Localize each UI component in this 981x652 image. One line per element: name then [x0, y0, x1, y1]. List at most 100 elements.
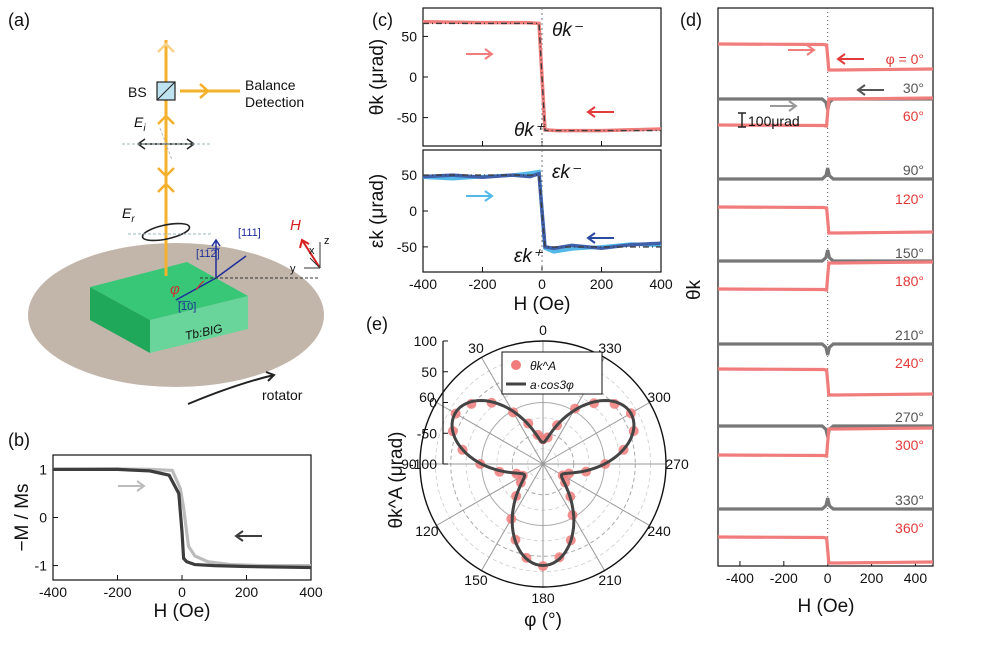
- angle-trace-line: [718, 167, 933, 181]
- sample-top: [90, 262, 248, 320]
- axis-112-arrow: [215, 255, 247, 279]
- angle-label: 60°: [903, 108, 924, 124]
- x-tick-label: -400: [409, 276, 437, 292]
- z-label: z: [324, 235, 330, 247]
- angle-trace-line: [718, 367, 933, 397]
- plot-area: [53, 467, 311, 570]
- plot-area: [423, 8, 661, 146]
- angle-trace-line: [718, 535, 933, 565]
- ei-label: Ei: [134, 114, 146, 134]
- legend-label: θk^A: [530, 359, 556, 373]
- angle-trace-line: [718, 426, 933, 458]
- beam-arrow-5: [199, 83, 210, 99]
- radial-tick-label: -50: [417, 425, 437, 441]
- dir-110-label: [̅1̅0]: [177, 301, 196, 313]
- beam-arrow-2: [157, 114, 175, 125]
- angle-tick-label: 30: [468, 340, 484, 356]
- angle-trace-line: [718, 205, 933, 235]
- phi-label: φ: [170, 281, 180, 298]
- angle-tick-label: 330: [598, 340, 622, 356]
- schematic-panel: Tb:BIG BS Balance Detection Ei Er [111] …: [28, 40, 330, 405]
- angle-tick-label: 180: [531, 590, 555, 606]
- y-tick-label: 0: [409, 203, 417, 219]
- sweep-arrow-down-head: [586, 106, 596, 118]
- sweep-arrow-up-head: [136, 480, 146, 492]
- h-field-arrow: [301, 239, 321, 269]
- angle-tick-label: 210: [598, 572, 622, 588]
- polar-chart: 0306090120150180210240270300330100500-50…: [386, 322, 689, 631]
- y-axis-label: −M / Ms: [12, 483, 33, 551]
- hysteresis-series-line: [53, 467, 311, 570]
- angle-tick-label: 270: [665, 456, 689, 472]
- er-label: Er: [122, 205, 135, 225]
- x-tick-label: -200: [468, 276, 496, 292]
- dir-112-label: [11̅2̅]: [196, 248, 221, 260]
- y-tick-label: -1: [35, 558, 48, 574]
- beam-arrow-4: [157, 182, 175, 193]
- x-axis-label: H (Oe): [514, 294, 571, 315]
- angle-tick-label: 90: [401, 456, 417, 472]
- ei-tilt-line: [159, 127, 173, 161]
- annotation-plus: εk⁺: [514, 246, 544, 267]
- radial-tick-label: -100: [409, 456, 437, 472]
- beam-arrow-3: [157, 167, 175, 178]
- y-tick-label: 1: [39, 461, 47, 477]
- angle-label: 330°: [895, 492, 924, 508]
- x-axis-label: H (Oe): [154, 601, 211, 622]
- legend-box: [501, 351, 603, 395]
- sweep-arrow-down-grey-head: [856, 84, 866, 96]
- rotator-arrowhead: [265, 371, 276, 382]
- x-tick-label: 400: [649, 276, 673, 292]
- h-label: H: [290, 217, 301, 234]
- polar-outer-circle: [419, 340, 667, 588]
- y-tick-label: 0: [409, 69, 417, 85]
- detection-label-2: Detection: [245, 94, 304, 110]
- radial-tick-label: 100: [414, 333, 438, 349]
- x-axis: [309, 257, 321, 269]
- x-tick-label: 0: [824, 570, 832, 586]
- x-tick-label: -200: [103, 584, 131, 600]
- x-label: x: [309, 245, 315, 257]
- sweep-arrow-up-head: [806, 44, 816, 56]
- x-tick-label: 400: [299, 584, 323, 600]
- kerr-series-line: [423, 22, 661, 132]
- y-tick-label: 50: [401, 167, 417, 183]
- angle-label: 150°: [895, 245, 924, 261]
- panel-label-c: (c): [372, 10, 393, 30]
- x-tick-label: 200: [860, 570, 884, 586]
- x-tick-label: -400: [726, 570, 754, 586]
- panel-label-b: (b): [8, 430, 30, 450]
- angle-label: 180°: [895, 273, 924, 289]
- annotation-plus: θk⁺: [514, 120, 546, 141]
- x-tick-label: -400: [39, 584, 67, 600]
- angle-tick-label: 300: [647, 389, 671, 405]
- y-axis-label: θk (μrad): [367, 39, 388, 115]
- angle-tick-label: 60: [419, 389, 435, 405]
- sweep-arrow-up-grey-head: [788, 100, 798, 112]
- detection-label-1: Balance: [245, 77, 296, 93]
- sweep-arrow-down-head: [234, 530, 244, 542]
- y-tick-label: 50: [401, 28, 417, 44]
- beam-arrow-1: [157, 42, 175, 53]
- angle-trace-line: [718, 97, 933, 111]
- axis-111-head: [211, 238, 221, 247]
- angle-trace-line: [718, 497, 933, 511]
- angle-label: 210°: [895, 327, 924, 343]
- y-axis-label: θk^A (μrad): [386, 432, 407, 529]
- angle-label: 90°: [903, 162, 924, 178]
- angle-label: 300°: [895, 437, 924, 453]
- panel-label-e: (e): [366, 314, 388, 334]
- legend-marker: [511, 360, 521, 370]
- x-tick-label: 0: [178, 584, 186, 600]
- angle-trace-line: [718, 249, 933, 263]
- phi-arc: [195, 280, 205, 291]
- angle-trace-line: [718, 96, 933, 128]
- kerr-series-line: [423, 174, 661, 248]
- angle-trace-line: [718, 42, 933, 72]
- panel-label-d: (d): [680, 10, 702, 30]
- sweep-arrow-down-head: [586, 232, 596, 244]
